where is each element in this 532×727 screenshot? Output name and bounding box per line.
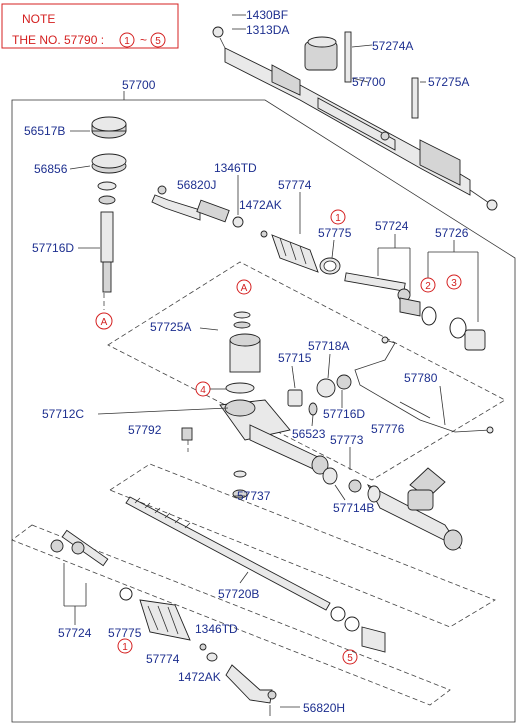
boot-upper bbox=[260, 230, 319, 273]
callout-1-b: 1 bbox=[122, 642, 128, 653]
gear-housing bbox=[219, 311, 329, 499]
label-57773: 57773 bbox=[330, 433, 364, 447]
label-57724-b: 57724 bbox=[58, 626, 92, 640]
callout-A-a: A bbox=[101, 317, 108, 328]
label-1313DA: 1313DA bbox=[246, 23, 289, 37]
pipe-assembly bbox=[354, 336, 494, 434]
label-57716D-a: 57716D bbox=[32, 241, 74, 255]
cylinder-tube bbox=[366, 467, 463, 551]
label-57700-top: 57700 bbox=[352, 75, 386, 89]
label-57715: 57715 bbox=[278, 351, 312, 365]
label-57776: 57776 bbox=[371, 422, 405, 436]
tie-rod-end-lower bbox=[225, 664, 277, 716]
label-57714B: 57714B bbox=[333, 501, 374, 515]
label-57716D-b: 57716D bbox=[323, 407, 365, 421]
label-57737: 57737 bbox=[237, 489, 271, 503]
steering-gear-assembly-top bbox=[212, 26, 498, 211]
note-line: THE NO. 57790 : bbox=[12, 33, 104, 47]
tie-rod-end-upper bbox=[151, 185, 244, 228]
label-57720B: 57720B bbox=[218, 587, 259, 601]
boot-lower bbox=[139, 599, 191, 641]
label-57718A: 57718A bbox=[308, 339, 349, 353]
note-title: NOTE bbox=[22, 12, 55, 26]
label-57274A: 57274A bbox=[372, 39, 413, 53]
label-57774-a: 57774 bbox=[278, 178, 312, 192]
note-range-end: 5 bbox=[155, 36, 161, 47]
label-56517B: 56517B bbox=[24, 124, 65, 138]
label-57712C: 57712C bbox=[42, 407, 84, 421]
label-57792: 57792 bbox=[128, 423, 162, 437]
label-57726: 57726 bbox=[435, 226, 469, 240]
label-57780: 57780 bbox=[404, 371, 438, 385]
inner-tie-rod-lower bbox=[50, 529, 109, 567]
label-1472AK-a: 1472AK bbox=[239, 198, 282, 212]
label-56820J: 56820J bbox=[177, 178, 216, 192]
label-57724-a: 57724 bbox=[375, 219, 409, 233]
callout-2: 2 bbox=[425, 281, 431, 292]
callout-A-b: A bbox=[241, 283, 248, 294]
label-1346TD-a: 1346TD bbox=[214, 161, 257, 175]
note-box: NOTE THE NO. 57790 : 1 ~ 5 bbox=[1, 3, 179, 49]
pinion-parts bbox=[91, 116, 127, 293]
label-1430BF: 1430BF bbox=[246, 8, 288, 22]
label-1472AK-b: 1472AK bbox=[178, 670, 221, 684]
main-frame bbox=[11, 99, 516, 723]
callout-3: 3 bbox=[451, 278, 457, 289]
rack-group-frame bbox=[109, 463, 496, 628]
label-56523: 56523 bbox=[292, 427, 326, 441]
lower-frame bbox=[11, 524, 451, 706]
callout-5: 5 bbox=[347, 653, 353, 664]
callout-1-a: 1 bbox=[335, 213, 341, 224]
inner-tie-rod-upper bbox=[344, 272, 421, 317]
label-57775-b: 57775 bbox=[108, 626, 142, 640]
label-57725A: 57725A bbox=[150, 320, 191, 334]
note-range-sep: ~ bbox=[140, 33, 147, 47]
label-57275A: 57275A bbox=[428, 75, 469, 89]
note-range-start: 1 bbox=[124, 36, 130, 47]
label-57775-a: 57775 bbox=[318, 226, 352, 240]
label-57774-b: 57774 bbox=[146, 652, 180, 666]
rack bbox=[125, 496, 331, 611]
label-56856: 56856 bbox=[34, 162, 68, 176]
housing-group-frame bbox=[107, 261, 506, 481]
callout-4: 4 bbox=[200, 385, 206, 396]
label-56820H: 56820H bbox=[303, 701, 345, 715]
label-57700-main: 57700 bbox=[122, 78, 156, 92]
label-1346TD-b: 1346TD bbox=[195, 622, 238, 636]
